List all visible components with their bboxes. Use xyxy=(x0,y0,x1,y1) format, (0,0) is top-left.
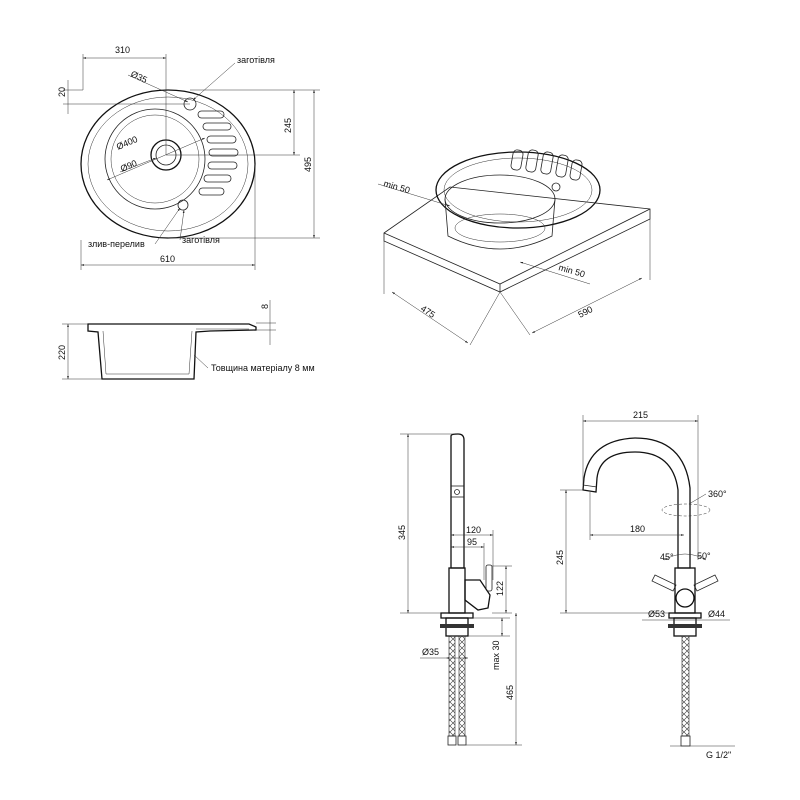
sink-bowl xyxy=(104,108,206,210)
dim-d90: Ø90 xyxy=(119,158,139,174)
dim-495: 495 xyxy=(303,157,313,172)
dim-50: 50° xyxy=(697,551,711,561)
dim-122: 122 xyxy=(495,581,505,596)
dim-360: 360° xyxy=(708,489,727,499)
dim-45: 45° xyxy=(660,552,674,562)
front-hose xyxy=(681,635,690,737)
sink-bowl-inner xyxy=(110,114,200,204)
dim-120: 120 xyxy=(466,525,481,535)
dim-475: 475 xyxy=(419,303,437,320)
sink-iso-view: min 50 min 50 475 590 xyxy=(377,149,651,346)
dim-8: 8 xyxy=(260,304,270,309)
dim-side-d35: Ø35 xyxy=(422,647,439,657)
dim-d44: Ø44 xyxy=(708,609,725,619)
sink-side-outline xyxy=(87,323,257,380)
dim-180: 180 xyxy=(630,524,645,534)
dim-220: 220 xyxy=(57,345,67,360)
dim-590: 590 xyxy=(576,304,594,320)
dim-610: 610 xyxy=(160,254,175,264)
iso-bowl xyxy=(444,174,556,224)
faucet-spout xyxy=(450,433,465,569)
label-blank-bottom: заготівля xyxy=(182,235,220,245)
dim-d35: Ø35 xyxy=(129,69,149,85)
dim-front-245: 245 xyxy=(555,550,565,565)
dim-95: 95 xyxy=(467,537,477,547)
dim-min50-bottom: min 50 xyxy=(557,262,586,279)
dim-max30: max 30 xyxy=(491,640,501,670)
label-thickness: Товщина матеріалу 8 мм xyxy=(211,363,315,373)
faucet-side-view: 345 120 95 122 Ø35 max 30 465 xyxy=(397,433,522,746)
dim-465: 465 xyxy=(505,685,515,700)
label-overflow: злив-перелив xyxy=(88,239,145,249)
sink-side-view: 8 220 Товщина матеріалу 8 мм xyxy=(57,300,315,380)
sink-inner-rim xyxy=(87,96,249,232)
dim-d53: Ø53 xyxy=(648,609,665,619)
dim-310: 310 xyxy=(115,45,130,55)
label-blank-top: заготівля xyxy=(237,55,275,65)
countertop xyxy=(383,186,651,293)
iso-sink-rim xyxy=(435,151,601,229)
hose-right xyxy=(458,635,466,737)
dim-215: 215 xyxy=(633,410,648,420)
dim-g12: G 1/2" xyxy=(706,750,731,760)
dim-245: 245 xyxy=(283,118,293,133)
iso-drainboard-grooves xyxy=(510,149,583,181)
dim-d400: Ø400 xyxy=(115,134,139,152)
sink-outer-rim xyxy=(80,89,256,239)
faucet-body xyxy=(448,567,466,614)
dim-20: 20 xyxy=(57,87,67,97)
hose-left xyxy=(448,635,456,737)
faucet-gooseneck xyxy=(582,437,691,569)
faucet-handle xyxy=(464,579,491,611)
sink-top-view: 310 Ø35 заготівля 20 245 495 Ø400 Ø90 зл… xyxy=(57,45,320,270)
faucet-front-knob xyxy=(675,588,695,608)
faucet-front-body xyxy=(674,567,696,614)
dim-min50-top: min 50 xyxy=(382,178,411,195)
faucet-front-view: 360° 45° 50° 215 180 245 Ø53 Ø44 xyxy=(555,410,735,760)
dim-345: 345 xyxy=(397,525,407,540)
